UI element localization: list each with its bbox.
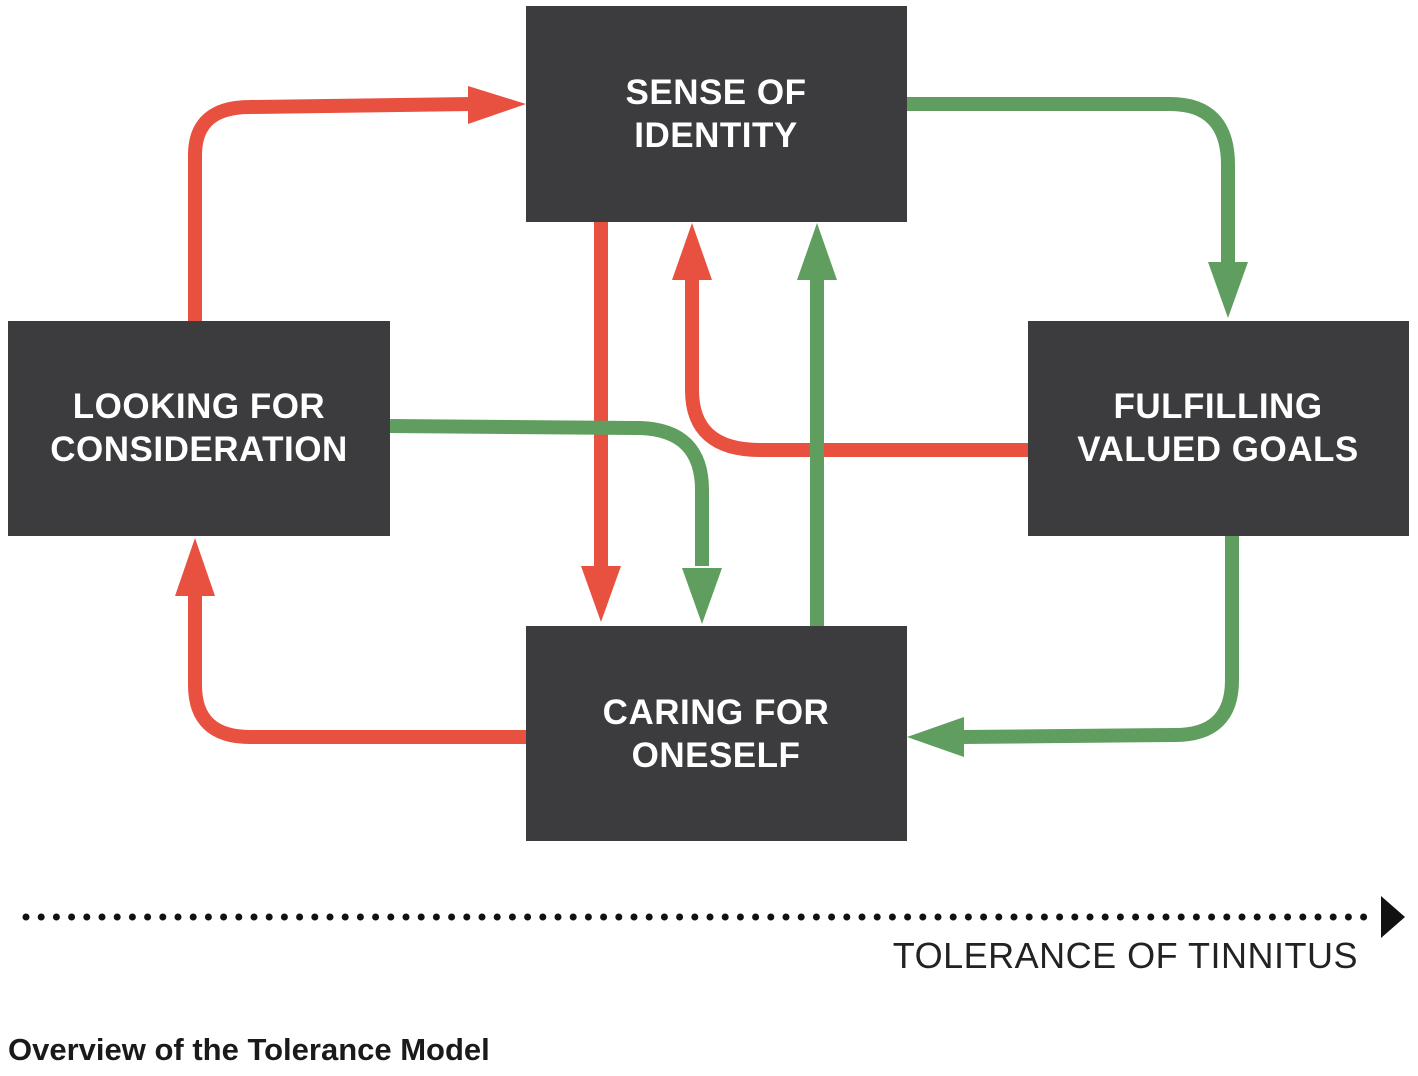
arrowhead-into-identity-green [797,223,837,280]
arrowhead-into-identity-bottom [672,223,712,280]
arrow-goals-to-identity [685,278,1028,457]
node-label-line2: IDENTITY [634,116,797,155]
node-label-line1: LOOKING FOR [73,387,325,426]
tolerance-axis: TOLERANCE OF TINNITUS [22,896,1405,976]
node-fulfilling-valued-goals: FULFILLING VALUED GOALS [1028,321,1409,536]
arrow-consideration-to-identity [188,97,473,321]
node-box [526,626,907,841]
axis-arrowhead [1381,896,1405,938]
node-label-line1: FULFILLING [1113,387,1322,426]
arrow-consideration-to-caring [389,419,709,566]
arrowhead-into-consideration [175,538,215,596]
node-box [526,6,907,222]
axis-label: TOLERANCE OF TINNITUS [893,935,1358,976]
node-label-line2: CONSIDERATION [50,430,348,469]
node-looking-for-consideration: LOOKING FOR CONSIDERATION [8,321,390,536]
node-label-line1: SENSE OF [626,73,807,112]
arrowhead-into-identity-left [468,86,526,124]
node-caring-for-oneself: CARING FOR ONESELF [526,626,907,841]
node-box [1028,321,1409,536]
green-arrows [389,97,1239,744]
node-sense-of-identity: SENSE OF IDENTITY [526,6,907,222]
figure-caption: Overview of the Tolerance Model [8,1032,490,1067]
arrow-caring-to-consideration [188,594,526,744]
arrow-identity-to-goals [906,97,1235,262]
node-label-line2: ONESELF [632,736,801,775]
arrowhead-into-goals [1208,262,1248,318]
arrowhead-into-caring-green [682,568,722,624]
arrowhead-into-caring-red [581,566,621,622]
node-box [8,321,390,536]
arrowhead-into-caring-right [907,717,964,757]
arrow-goals-to-caring [961,536,1239,744]
green-arrowheads [682,223,1248,757]
red-arrows [188,97,1028,744]
node-label-line2: VALUED GOALS [1077,430,1358,469]
red-arrowheads [175,86,712,622]
node-label-line1: CARING FOR [603,693,830,732]
